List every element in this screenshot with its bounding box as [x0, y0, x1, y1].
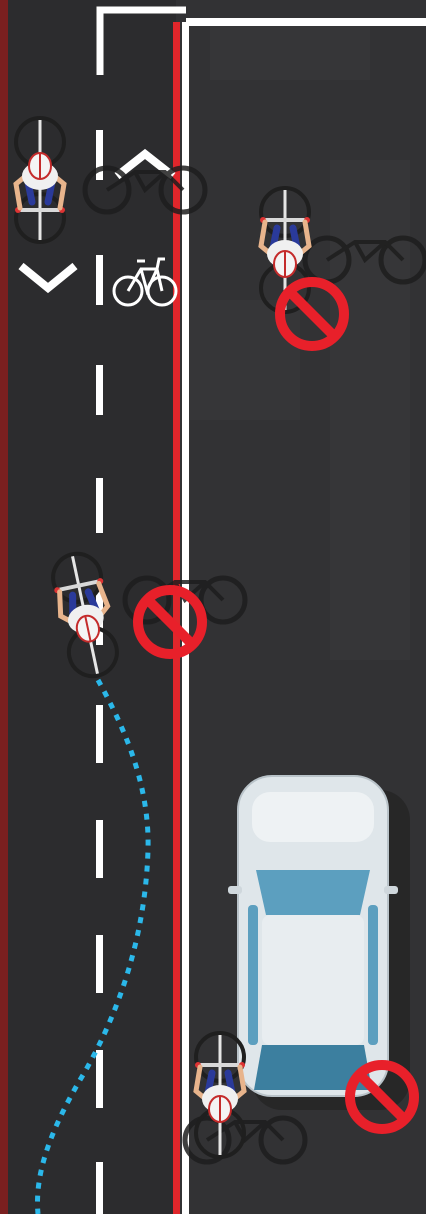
parked-car	[228, 776, 410, 1110]
lane-separator-red	[173, 22, 180, 1214]
left-curb	[0, 0, 8, 1214]
lane-separator-white	[182, 22, 189, 1214]
